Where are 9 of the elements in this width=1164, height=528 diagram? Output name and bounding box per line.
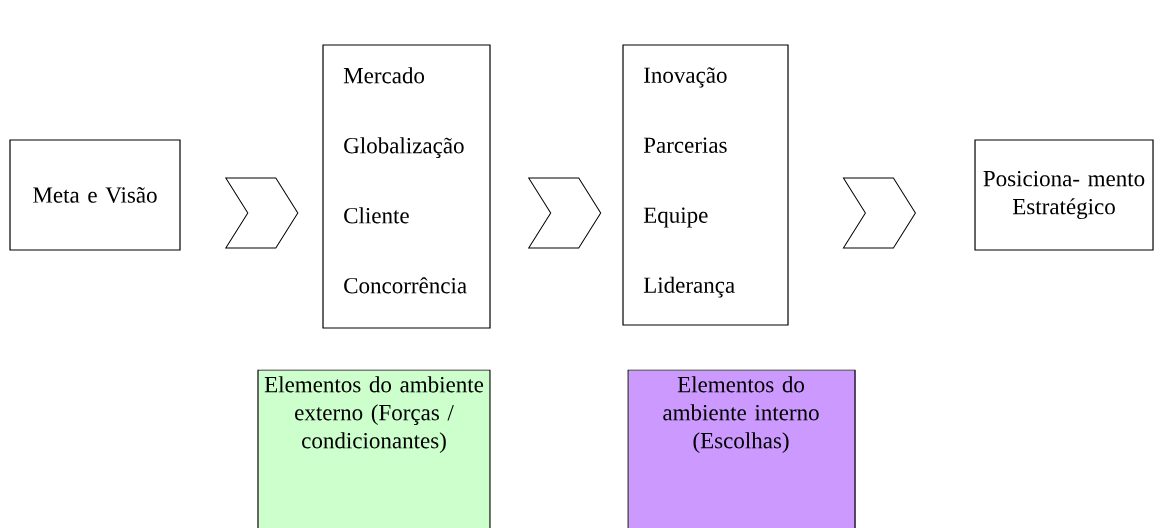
chevron-arrow — [842, 177, 916, 249]
process-box: Posiciona- mento Estratégico — [974, 139, 1154, 251]
chevron-arrow — [528, 177, 602, 249]
list-box: Mercado Globalização Cliente Concorrência — [322, 44, 491, 329]
chevron-arrow — [225, 177, 299, 249]
category-box: Elementos do ambiente externo (Forças / condicionantes) — [257, 369, 491, 528]
category-box: Elementos do ambiente interno (Escolhas) — [627, 369, 856, 528]
list-box: Inovação Parcerias Equipe Liderança — [622, 44, 789, 326]
process-box: Meta e Visão — [9, 139, 181, 251]
